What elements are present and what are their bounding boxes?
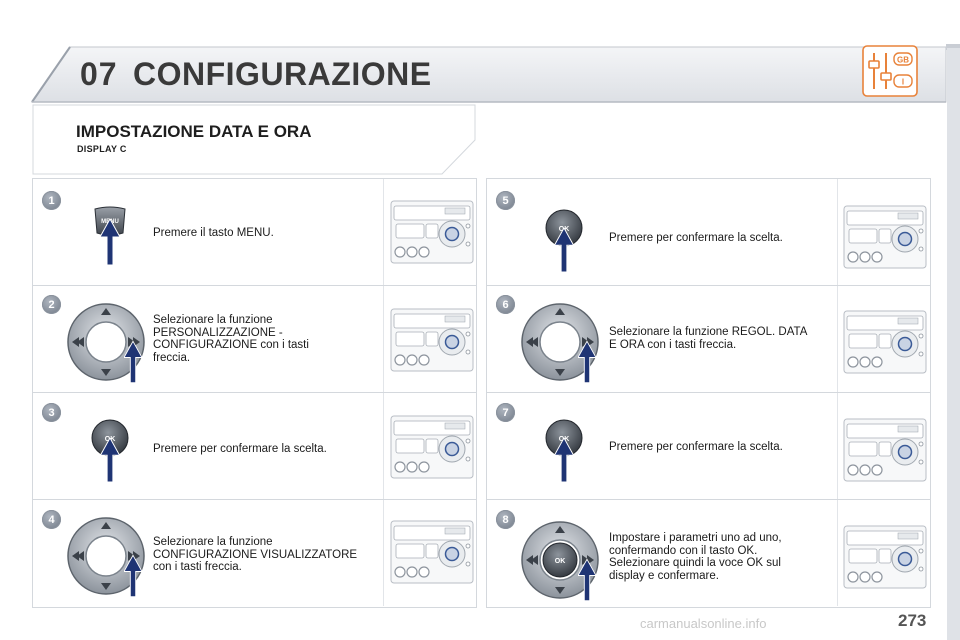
dpad-ok-icon: OK <box>521 521 599 602</box>
step-4-text: Selezionare la funzione CONFIGURAZIONE V… <box>153 536 358 573</box>
step-1-text: Premere il tasto MENU. <box>153 227 274 239</box>
radio-unit-icon <box>390 200 474 264</box>
page-number: 273 <box>898 611 927 630</box>
radio-unit-icon <box>390 520 474 584</box>
language-settings-icon: GB I <box>862 45 918 97</box>
lang-badge-gb: GB <box>897 56 909 65</box>
row-separator <box>32 499 477 500</box>
watermark: carmanualsonline.info <box>640 616 767 631</box>
step-5-badge: 5 <box>496 191 515 210</box>
radio-unit-icon <box>390 415 474 479</box>
dpad-icon <box>521 303 599 384</box>
step-2-text: Selezionare la funzione PERSONALIZZAZION… <box>153 314 309 364</box>
step-5-text: Premere per confermare la scelta. <box>609 232 783 244</box>
side-bar-cap <box>946 44 960 50</box>
ok-key-icon: OK <box>91 419 129 482</box>
row-separator <box>486 392 931 393</box>
side-bar <box>947 48 960 640</box>
section-title: IMPOSTAZIONE DATA E ORA <box>76 122 312 141</box>
lang-badge-i: I <box>902 78 904 87</box>
step-4-badge: 4 <box>42 510 61 529</box>
ok-key-icon: OK <box>545 419 583 482</box>
radio-unit-icon <box>843 418 927 482</box>
section-subtitle: DISPLAY C <box>77 144 127 154</box>
row-separator <box>486 285 931 286</box>
dpad-icon <box>67 517 145 598</box>
step-1-badge: 1 <box>42 191 61 210</box>
row-separator <box>32 392 477 393</box>
step-3-badge: 3 <box>42 403 61 422</box>
step-8-badge: 8 <box>496 510 515 529</box>
radio-unit-icon <box>843 310 927 374</box>
chapter-title: CONFIGURAZIONE <box>133 56 432 92</box>
step-3-text: Premere per confermare la scelta. <box>153 443 327 455</box>
menu-key-icon: MENU <box>94 206 126 265</box>
radio-unit-icon <box>843 205 927 269</box>
row-separator <box>32 285 477 286</box>
step-6-text: Selezionare la funzione REGOL. DATA E OR… <box>609 326 807 351</box>
row-separator <box>486 499 931 500</box>
radio-unit-icon <box>390 308 474 372</box>
step-7-text: Premere per confermare la scelta. <box>609 441 783 453</box>
radio-unit-icon <box>843 525 927 589</box>
chapter-number: 07 <box>80 56 118 92</box>
section-title-frame <box>32 104 476 175</box>
ok-key-label: OK <box>555 558 566 565</box>
dpad-icon <box>67 303 145 384</box>
step-2-badge: 2 <box>42 295 61 314</box>
header-background <box>31 46 947 103</box>
step-8-text: Impostare i parametri uno ad uno, confer… <box>609 532 782 582</box>
step-6-badge: 6 <box>496 295 515 314</box>
ok-key-icon: OK <box>545 209 583 272</box>
step-7-badge: 7 <box>496 403 515 422</box>
